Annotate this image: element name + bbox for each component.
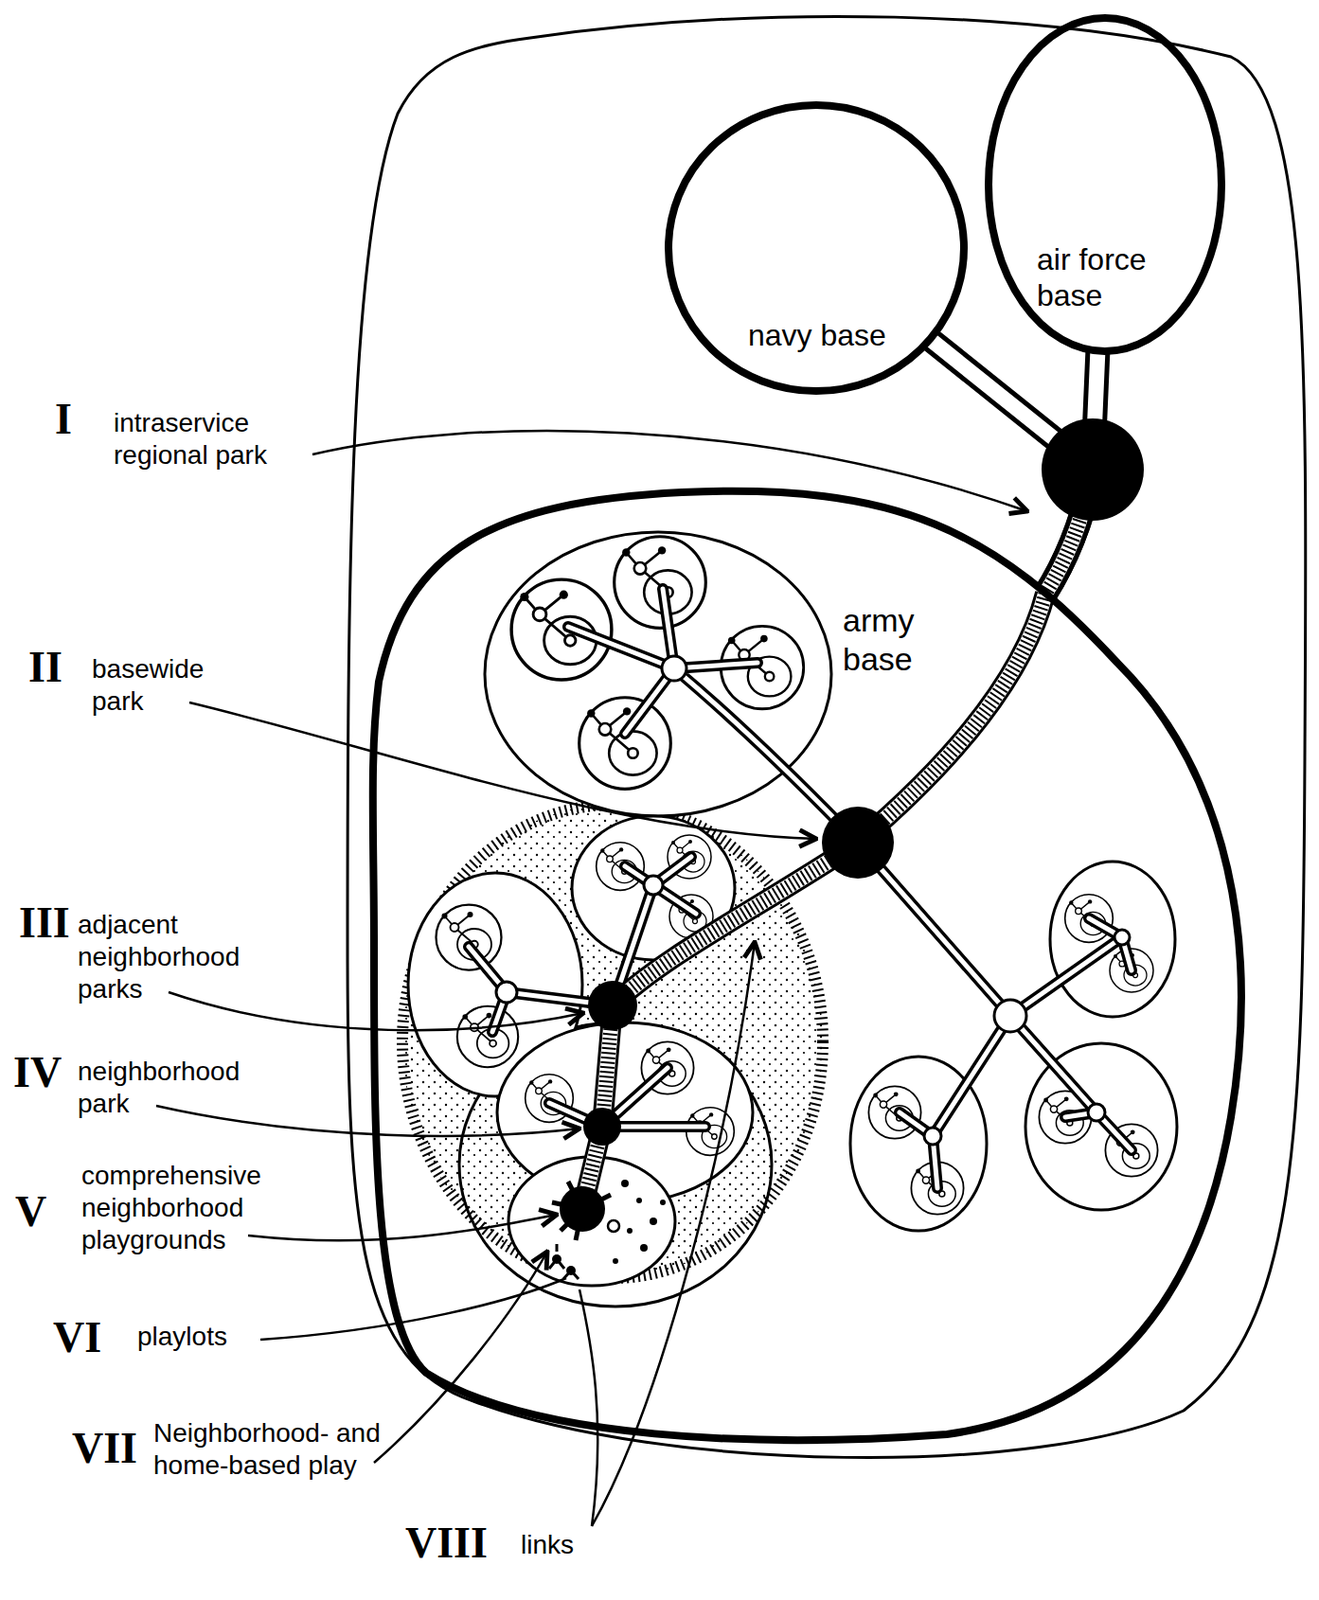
callout-number: III [18,898,71,947]
label-slot: VI [53,1314,102,1362]
hatched-trunk [582,469,1093,1210]
label-slot: intraservice regional park [113,407,332,472]
region-border [373,491,1242,1441]
label-slot: VIII [405,1519,488,1568]
node-label: navy base [748,318,887,353]
callout-number: VII [71,1424,138,1473]
label-slot: basewide park [91,653,253,718]
callout-number: VIII [405,1518,488,1568]
circle-border [668,105,964,392]
outer-region [347,16,1306,1458]
text-slot: army base [842,601,957,679]
home-pods [436,536,1159,1215]
neighborhood-clusters [408,532,1177,1286]
label-slot: neighborhood park [77,1055,268,1121]
label-slot: links [520,1529,635,1562]
node-outline [984,14,1226,356]
category-label: neighborhood park [77,1056,240,1119]
callout-number: V [15,1187,47,1236]
callout-number: VI [53,1313,102,1362]
node-label: air force base [1036,242,1147,313]
category-label: basewide park [91,654,204,716]
label-slot: VII [71,1425,138,1473]
label-slot: playlots [137,1320,327,1354]
label-slot: II [28,643,63,692]
node-label: army base [842,602,915,678]
label-slot: V [15,1188,47,1236]
callout-number: II [28,642,63,692]
leader-lines [156,430,1028,1527]
label-slot: Neighborhood- and home-based play [153,1417,428,1482]
callout-number: IV [13,1048,62,1097]
text-slot: air force base [1036,241,1170,314]
circle-border [988,17,1222,352]
navy-base-circle: navy base [664,101,968,395]
air-force-base-circle: air force base [984,14,1226,356]
label-slot: comprehensive neighborhood playgrounds [81,1159,300,1257]
category-label: Neighborhood- and home-based play [153,1418,381,1480]
callout-number: I [54,394,72,444]
node-outline [369,478,1265,1454]
category-label: links [520,1530,574,1560]
label-slot: I [54,395,72,444]
category-label: comprehensive neighborhood playgrounds [81,1160,262,1255]
text-slot: navy base [748,317,928,354]
army-base-region: army base [369,478,1265,1454]
category-label: playlots [137,1321,228,1352]
category-label: intraservice regional park [113,408,268,470]
label-slot: IV [13,1049,62,1097]
category-label: adjacent neighborhood parks [77,909,240,1004]
label-slot: adjacent neighborhood parks [77,909,282,1006]
label-slot: III [18,899,71,947]
park-dots [496,418,1144,1280]
